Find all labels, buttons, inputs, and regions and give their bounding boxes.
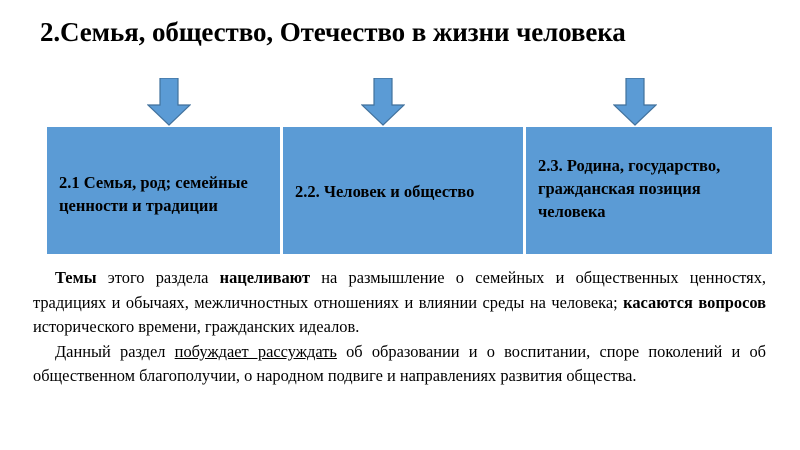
- topic-box-3[interactable]: 2.3. Родина, государство, гражданская по…: [526, 127, 772, 254]
- arrow-row: [0, 78, 800, 126]
- body-text: Темы этого раздела нацеливают на размышл…: [33, 266, 766, 389]
- p2-segment-3: об образовании и о воспитании, споре пок…: [33, 341, 766, 386]
- arrow-down-icon-1: [147, 78, 191, 126]
- page-title: 2.Семья, общество, Отечество в жизни чел…: [40, 17, 626, 47]
- topic-box-2[interactable]: 2.2. Человек и общество: [283, 127, 523, 254]
- p1-segment-1: Темы: [55, 268, 97, 287]
- topic-box-row: 2.1 Семья, род; семейные ценности и трад…: [47, 127, 772, 254]
- p2-segment-1: Данный раздел: [55, 341, 175, 361]
- paragraph-1: Темы этого раздела нацеливают на размышл…: [33, 266, 766, 340]
- arrow-down-icon-2: [361, 78, 405, 126]
- topic-box-2-label: 2.2. Человек и общество: [295, 182, 475, 202]
- p1-segment-4: на размышление о семейных и общественных…: [33, 268, 766, 312]
- paragraph-2: Данный раздел побуждает рассуждать об об…: [33, 340, 766, 389]
- p1-segment-3: нацеливают: [219, 268, 311, 287]
- p1-segment-5: касаются вопросов: [623, 292, 766, 312]
- topic-box-1[interactable]: 2.1 Семья, род; семейные ценности и трад…: [47, 127, 280, 254]
- topic-box-3-label: 2.3. Родина, государство, гражданская по…: [538, 156, 721, 221]
- arrow-down-icon-3: [613, 78, 657, 126]
- topic-box-1-label: 2.1 Семья, род; семейные ценности и трад…: [59, 172, 248, 215]
- p1-segment-6: исторического времени, гражданских идеал…: [33, 317, 360, 337]
- p1-segment-2: этого раздела: [96, 268, 220, 287]
- p2-segment-2: побуждает рассуждать: [174, 341, 337, 361]
